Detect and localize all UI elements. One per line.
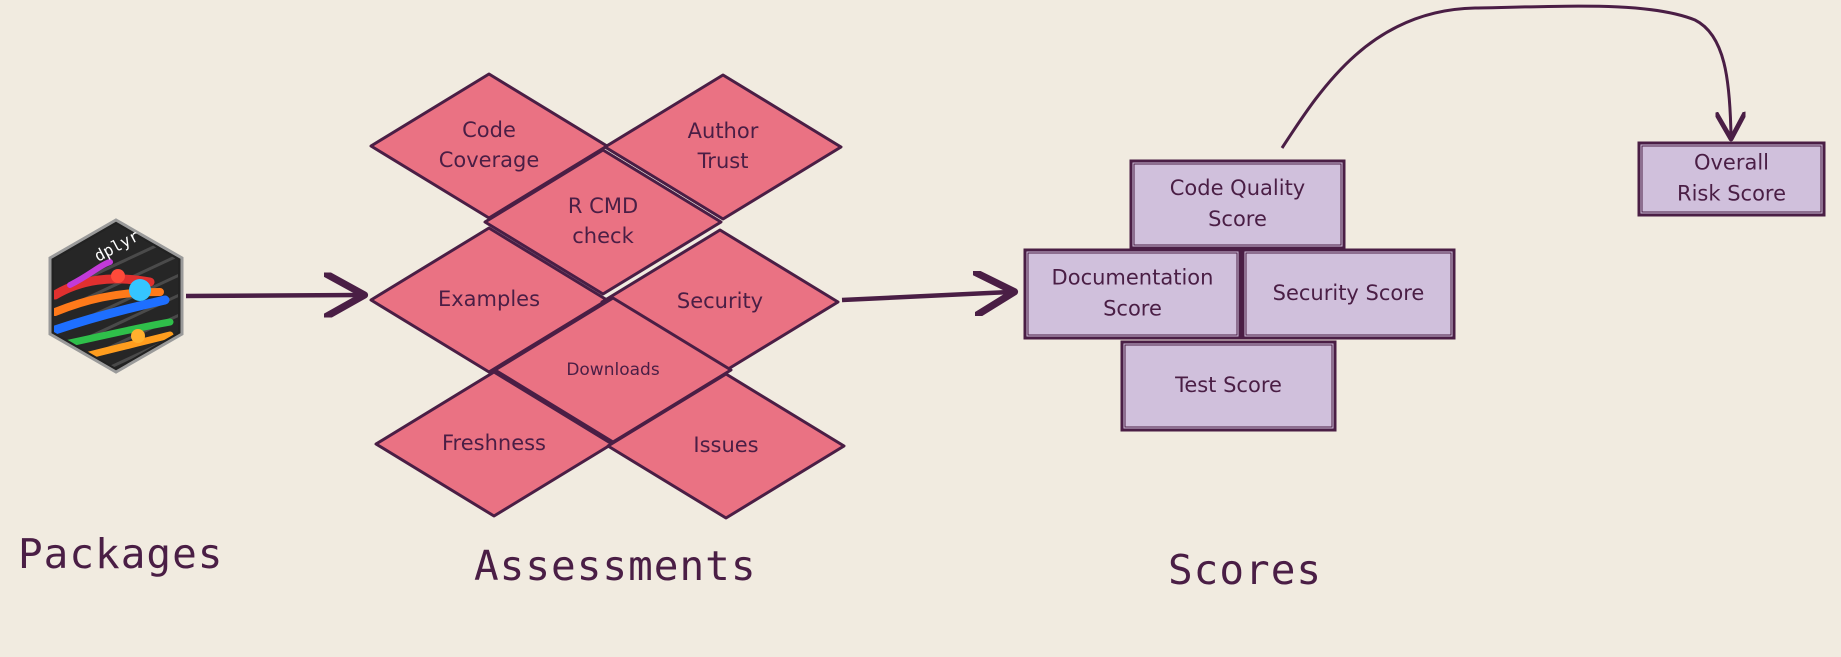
assessment-diamond-shape — [606, 372, 846, 520]
arrow-packages-to-assessments — [185, 295, 360, 296]
score-box-inner-edge — [1124, 344, 1333, 428]
assessment-freshness-label: Freshness — [442, 431, 546, 455]
score-box-shape — [1023, 248, 1242, 340]
score-box-test: Test Score — [1120, 340, 1337, 432]
score-security-label: Security Score — [1273, 281, 1425, 305]
assessment-issues: Issues — [606, 372, 846, 520]
section-label-packages: Packages — [18, 530, 224, 578]
section-label-scores: Scores — [1168, 546, 1323, 594]
assessment-diamond-shape — [374, 370, 614, 518]
score-box-inner-edge — [1641, 145, 1822, 213]
score-box-shape — [1129, 159, 1346, 250]
score-box-inner-edge — [1245, 252, 1452, 336]
assessment-issues-label: Issues — [693, 433, 758, 457]
assessment-security-label: Security — [677, 289, 763, 313]
assessment-diamond-shape — [603, 73, 843, 221]
connectors — [185, 4, 1731, 300]
score-box-inner-edge — [1133, 163, 1342, 246]
assessment-freshness: Freshness — [374, 370, 614, 518]
dplyr-hex-logo-icon: dplyr — [48, 218, 184, 374]
score-box-security: Security Score — [1241, 248, 1456, 340]
score-box-shape — [1120, 340, 1337, 432]
assessment-downloads-label: Downloads — [566, 360, 660, 380]
arrow-scores-to-overall — [1280, 4, 1731, 149]
assessment-diamond-shape — [483, 148, 723, 296]
score-box-shape — [1241, 248, 1456, 340]
arrow-assessments-to-scores — [841, 292, 1010, 300]
assessment-examples-label: Examples — [438, 287, 540, 311]
score-box-shape — [1637, 141, 1826, 217]
section-label-assessments: Assessments — [474, 542, 757, 590]
score-box-inner-edge — [1027, 252, 1238, 336]
score-test-label: Test Score — [1174, 373, 1282, 397]
